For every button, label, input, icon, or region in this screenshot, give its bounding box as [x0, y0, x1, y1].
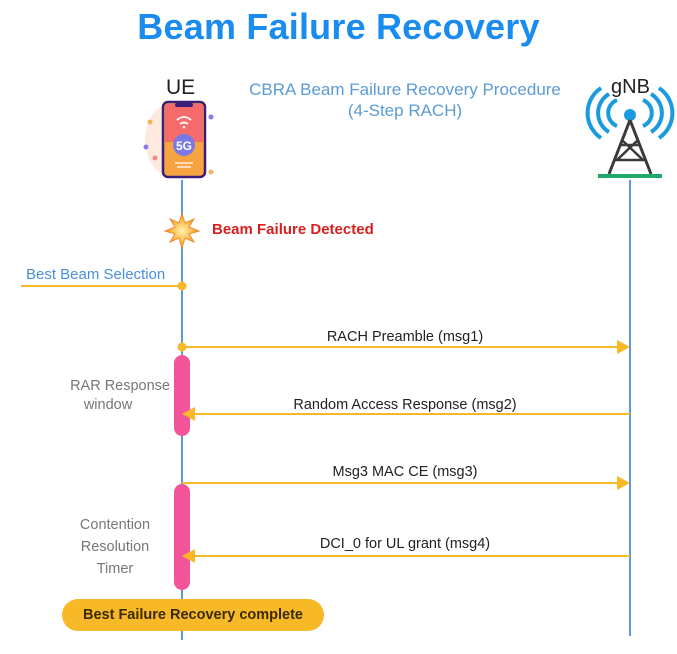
subtitle-line-1: CBRA Beam Failure Recovery Procedure — [249, 80, 561, 99]
contention-timer-bar — [174, 484, 190, 590]
msg2-arrow — [182, 407, 630, 421]
msg2-label: Random Access Response (msg2) — [293, 397, 517, 413]
rar-window-line-2: window — [83, 397, 133, 413]
best-beam-dot — [177, 281, 187, 291]
gnb-label: gNB — [611, 76, 650, 98]
diagram-title: Beam Failure Recovery — [137, 6, 540, 47]
msg4-arrow — [182, 549, 630, 563]
rar-window-label: RAR Response window — [40, 377, 170, 415]
rar-window-line-1: RAR Response — [70, 378, 170, 394]
msg4-label: DCI_0 for UL grant (msg4) — [319, 536, 491, 552]
recovery-complete-badge: Best Failure Recovery complete — [62, 599, 324, 631]
ue-label: UE — [166, 76, 196, 99]
smartphone-5g-icon: 5G — [143, 100, 214, 179]
best-beam-selection-label: Best Beam Selection — [26, 266, 166, 283]
msg3-arrow — [182, 476, 630, 490]
msg1-arrow — [177, 340, 630, 354]
msg3-label: Msg3 MAC CE (msg3) — [332, 464, 478, 480]
contention-timer-line-1: Contention — [79, 517, 151, 533]
contention-timer-line-2: Resolution — [80, 539, 150, 555]
contention-timer-line-3: Timer — [96, 561, 134, 577]
beam-failure-detected-label: Beam Failure Detected — [212, 221, 374, 238]
subtitle-line-2: (4-Step RACH) — [347, 101, 463, 120]
msg1-label: RACH Preamble (msg1) — [326, 329, 484, 345]
rar-window-bar — [174, 355, 190, 436]
diagram-subtitle: CBRA Beam Failure Recovery Procedure (4-… — [210, 79, 600, 121]
cell-tower-icon — [585, 86, 675, 178]
5g-badge: 5G — [176, 139, 192, 153]
explosion-icon — [163, 212, 201, 250]
contention-timer-label: Contention Resolution Timer — [60, 514, 170, 580]
